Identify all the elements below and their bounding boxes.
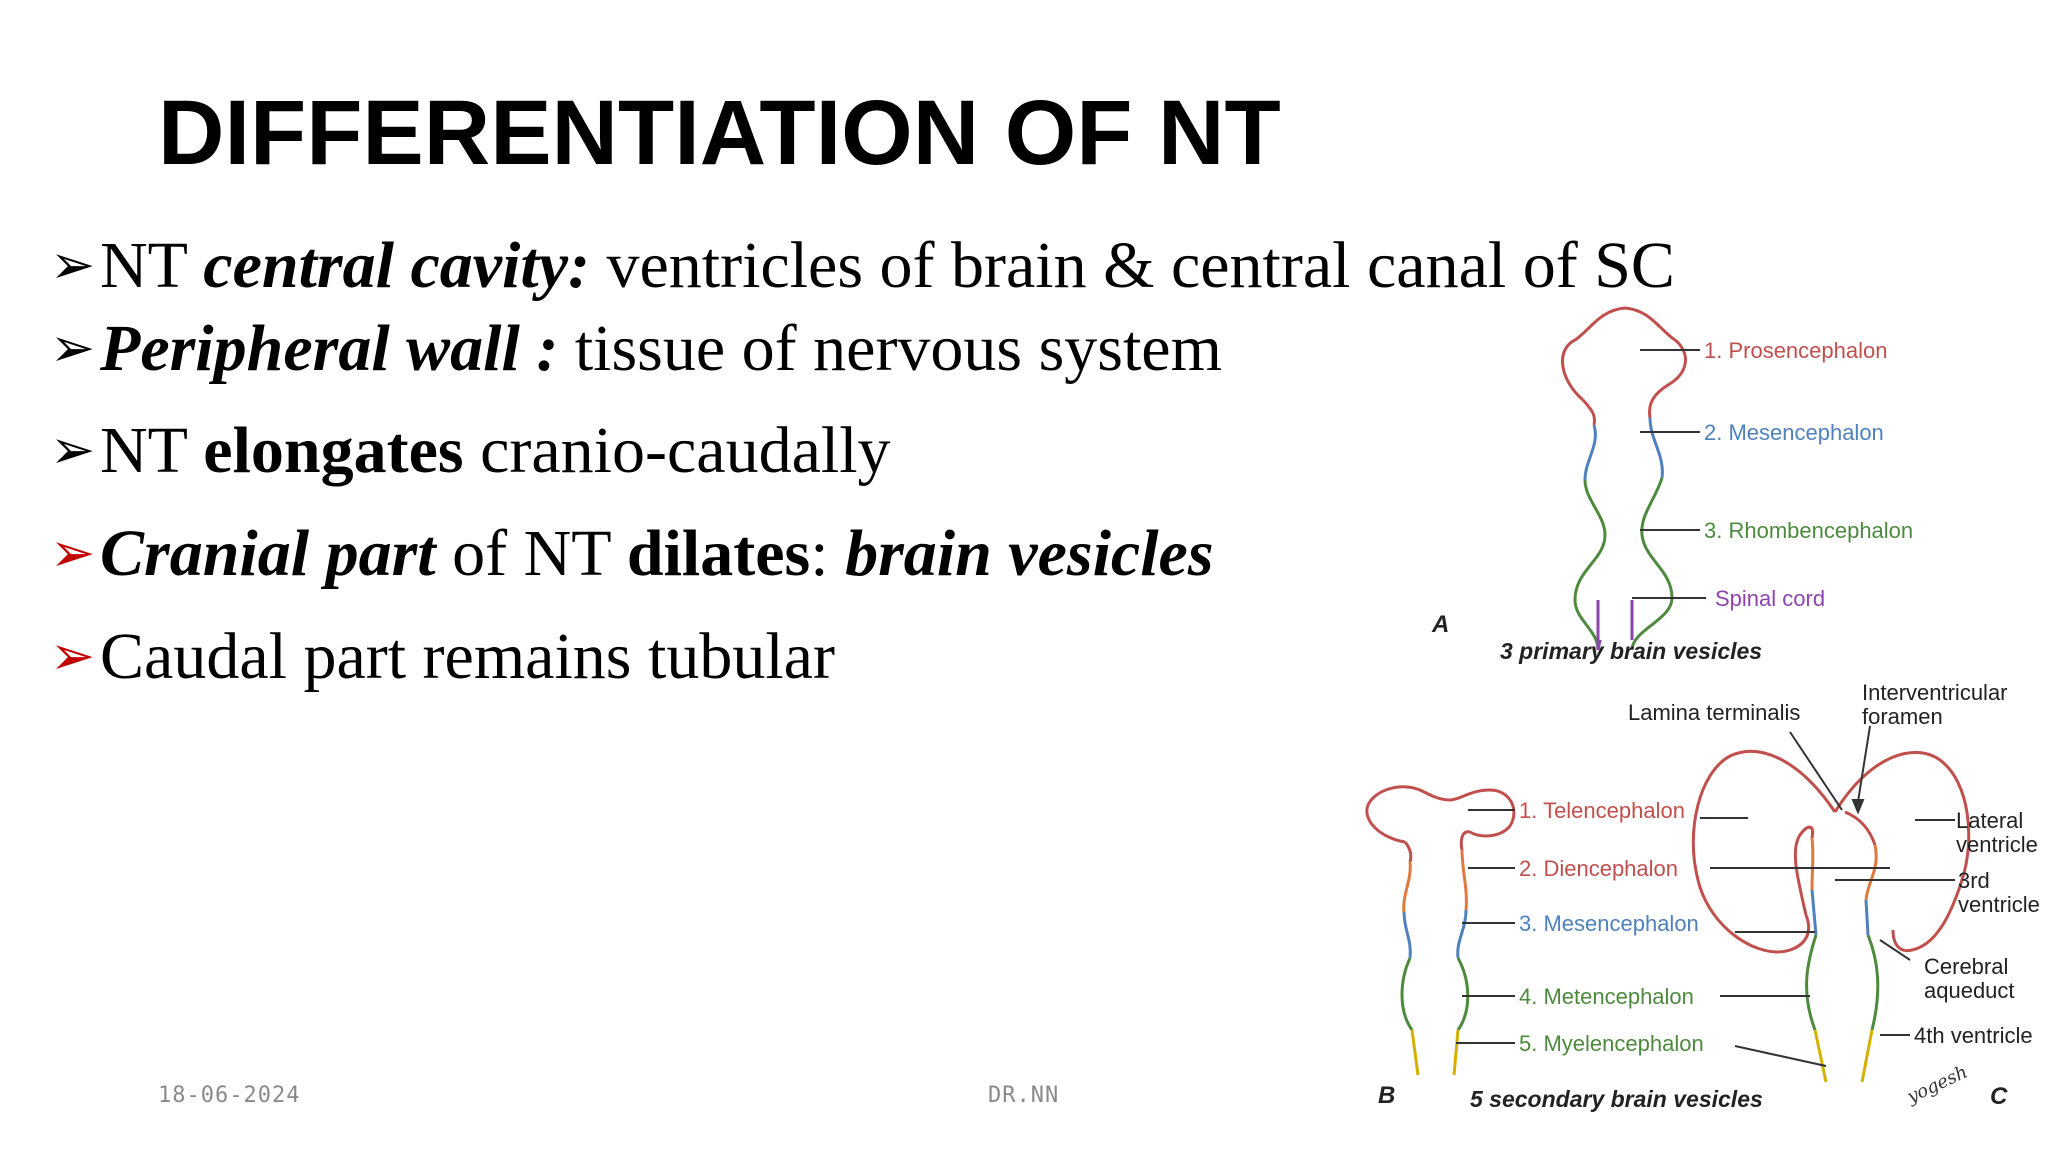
panel-a-leaders xyxy=(1632,349,1706,599)
label-diencephalon: 2. Diencephalon xyxy=(1519,856,1678,881)
label-lamina-terminalis: Lamina terminalis xyxy=(1628,700,1800,725)
panel-c-leaders xyxy=(1700,725,1955,1067)
bullet-3-part-2: elongates xyxy=(203,414,464,487)
bullet-4-text: Cranial part of NT dilates: brain vesicl… xyxy=(100,517,1214,590)
bullet-5-part-1: Caudal part remains tubular xyxy=(100,620,835,693)
bullet-3-part-3: cranio-caudally xyxy=(463,414,891,487)
signature: yogesh xyxy=(1903,1062,1971,1109)
arrow-bullet-icon: ➢ xyxy=(50,418,96,481)
bullet-4-part-1: Cranial part xyxy=(100,517,436,590)
arrow-bullet-icon: ➢ xyxy=(50,316,96,379)
panel-c-diagram xyxy=(1691,750,1971,1083)
bullet-5-text: Caudal part remains tubular xyxy=(100,620,835,693)
panel-c-letter: C xyxy=(1990,1083,2008,1110)
arrow-bullet-icon: ➢ xyxy=(50,521,96,584)
bullet-4: ➢Cranial part of NT dilates: brain vesic… xyxy=(50,513,1214,594)
bullet-1: ➢NT central cavity: ventricles of brain … xyxy=(50,225,1675,306)
label-metencephalon: 4. Metencephalon xyxy=(1519,984,1694,1009)
bullet-4-part-5: brain vesicles xyxy=(845,517,1214,590)
bullet-2-text: Peripheral wall : tissue of nervous syst… xyxy=(100,312,1222,385)
label-mesencephalon-a: 2. Mesencephalon xyxy=(1704,420,1884,445)
footer-author: DR.NN xyxy=(988,1083,1060,1108)
bullet-4-part-2: of NT xyxy=(435,517,627,590)
label-cerebral: Cerebral xyxy=(1924,954,2008,979)
footer-date: 18-06-2024 xyxy=(158,1083,301,1108)
label-lateral: Lateral xyxy=(1956,808,2023,833)
bullet-4-part-3: dilates xyxy=(626,517,811,590)
slide-title: DIFFERENTIATION OF NT xyxy=(158,82,1281,184)
label-spinal-cord: Spinal cord xyxy=(1715,586,1825,611)
label-3rd: 3rd xyxy=(1958,868,1990,893)
bullet-2-part-1: Peripheral wall : xyxy=(100,312,559,385)
label-prosencephalon: 1. Prosencephalon xyxy=(1704,338,1887,363)
bullet-2-part-2: tissue of nervous system xyxy=(558,312,1222,385)
label-interventricular: Interventricular xyxy=(1862,680,2008,705)
bullet-3: ➢NT elongates cranio-caudally xyxy=(50,410,891,491)
panel-a-spinal-cord xyxy=(1596,600,1634,650)
label-foramen: foramen xyxy=(1862,704,1943,729)
label-lateral-ventricle: ventricle xyxy=(1956,832,2038,857)
panel-a-caption: 3 primary brain vesicles xyxy=(1500,638,1762,664)
bullet-4-part-4: : xyxy=(810,517,846,590)
panel-b-caption: 5 secondary brain vesicles xyxy=(1470,1086,1763,1112)
bullet-3-part-1: NT xyxy=(100,414,204,487)
label-mesencephalon-b: 3. Mesencephalon xyxy=(1519,911,1699,936)
arrow-bullet-icon: ➢ xyxy=(50,233,96,296)
label-myelencephalon: 5. Myelencephalon xyxy=(1519,1031,1704,1056)
label-telencephalon: 1. Telencephalon xyxy=(1519,798,1685,823)
arrow-bullet-icon: ➢ xyxy=(50,624,96,687)
bullet-3-text: NT elongates cranio-caudally xyxy=(100,414,891,487)
bullet-1-part-1: NT xyxy=(100,229,204,302)
label-3rd-ventricle: ventricle xyxy=(1958,892,2040,917)
bullet-1-part-3: ventricles of brain & central canal of S… xyxy=(589,229,1675,302)
panel-b-letter: B xyxy=(1378,1082,1395,1109)
label-rhombencephalon: 3. Rhombencephalon xyxy=(1704,518,1913,543)
label-cerebral-aqueduct: aqueduct xyxy=(1924,978,2015,1003)
bullet-1-part-2: central cavity: xyxy=(203,229,590,302)
label-4th-ventricle: 4th ventricle xyxy=(1914,1023,2033,1048)
bullet-5: ➢Caudal part remains tubular xyxy=(50,616,835,697)
bullet-1-text: NT central cavity: ventricles of brain &… xyxy=(100,229,1675,302)
panel-b-diagram xyxy=(1365,785,1516,1076)
panel-b-leaders xyxy=(1456,809,1515,1044)
panel-a-letter: A xyxy=(1431,611,1449,638)
bullet-2: ➢Peripheral wall : tissue of nervous sys… xyxy=(50,308,1222,389)
